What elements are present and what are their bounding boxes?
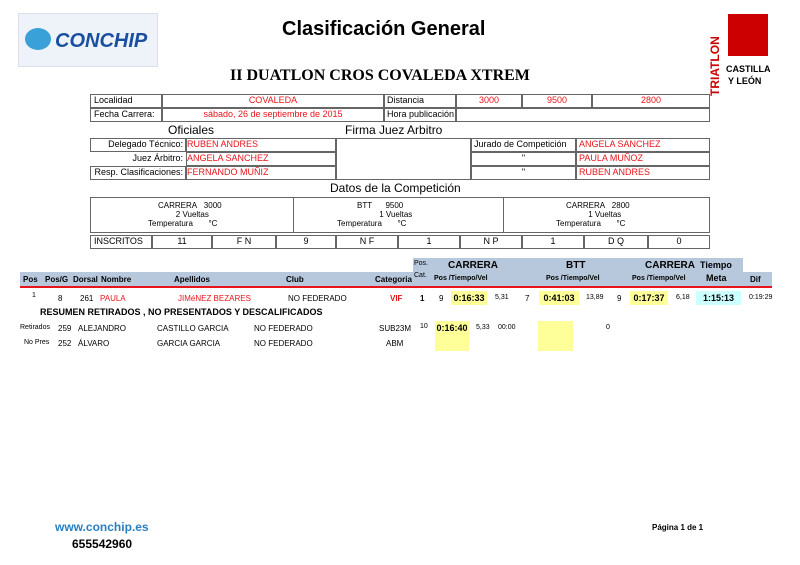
footer-phone: 655542960: [72, 537, 133, 551]
time-meta: 1:15:13: [696, 291, 741, 305]
jurado-label: Jurado de Competición: [471, 138, 576, 152]
count-label: D Q: [584, 235, 648, 249]
localidad-label: Localidad: [90, 94, 162, 108]
carrera2-header: CARRERA: [645, 260, 695, 271]
page-number: Página 1 de 1: [652, 523, 704, 532]
table-row[interactable]: No Pres 252 ÁLVARO GARCIA GARCIA NO FEDE…: [24, 339, 404, 348]
pos-header: Pos: [23, 275, 38, 284]
oficiales-heading: Oficiales: [168, 123, 215, 137]
distancia-label: Distancia: [384, 94, 456, 108]
count-label: N F: [336, 235, 398, 249]
delegado-value: RUBEN ANDRES: [186, 138, 336, 152]
count-value: 9: [276, 235, 336, 249]
btt-header: BTT: [566, 260, 586, 271]
count-label: F N: [212, 235, 276, 249]
firma-box: [336, 138, 471, 180]
event-title: II DUATLON CROS COVALEDA XTREM: [230, 67, 530, 84]
results-header: Pos. Cat. Pos Pos/G Dorsal Nombre Apelli…: [20, 258, 772, 288]
dif-header: Dif: [750, 275, 761, 284]
ditto-mark: ": [471, 152, 576, 166]
count-value: 11: [152, 235, 212, 249]
resp-label: Resp. Clasificaciones:: [90, 166, 186, 180]
firma-heading: Firma Juez Arbitro: [345, 123, 443, 137]
count-value: 0: [648, 235, 710, 249]
jurado-2: PAULA MUÑOZ: [576, 152, 710, 166]
ditto-mark: ": [471, 166, 576, 180]
count-value: 1: [522, 235, 584, 249]
dorsal-header: Dorsal: [73, 275, 98, 284]
cyclist-icon: [25, 28, 51, 50]
time-btt: 0:41:03: [539, 291, 579, 305]
delegado-label: Delegado Técnico:: [90, 138, 186, 152]
count-label: N P: [460, 235, 522, 249]
conchip-logo: CONCHIP: [18, 13, 158, 67]
time-carrera2: 0:17:37: [630, 291, 668, 305]
fecha-value: sábado, 26 de septiembre de 2015: [162, 108, 384, 122]
categoria-header: Categoria: [375, 275, 412, 284]
distancia-2: 9500: [522, 94, 592, 108]
page-title: Clasificación General: [282, 18, 486, 40]
apellidos-header: Apellidos: [174, 275, 211, 284]
table-row[interactable]: 1 8 261 PAULA JIMéNEZ BEZARES NO FEDERAD…: [32, 291, 773, 305]
time-carrera1: 0:16:33: [451, 291, 487, 305]
triatlon-logo: TRIATLON CASTILLA Y LEÓN: [708, 10, 774, 98]
localidad-value: COVALEDA: [162, 94, 384, 108]
resumen-heading: RESUMEN RETIRADOS , NO PRESENTADOS Y DES…: [40, 307, 323, 317]
club-header: Club: [286, 275, 304, 284]
carrera1-subheader: Pos /Tiempo/Vel: [434, 275, 488, 282]
meta-header: Meta: [706, 273, 727, 283]
table-row[interactable]: Retirados 259 ALEJANDRO CASTILLO GARCIA …: [20, 321, 780, 351]
count-label: INSCRITOS: [90, 235, 152, 249]
hora-value: [456, 108, 710, 122]
juez-value: ANGELA SANCHEZ: [186, 152, 336, 166]
jurado-3: RUBEN ANDRES: [576, 166, 710, 180]
carrera2-subheader: Pos /Tiempo/Vel: [632, 275, 686, 282]
castle-icon: [728, 14, 768, 56]
juez-label: Juez Árbitro:: [132, 153, 183, 163]
distancia-1: 3000: [456, 94, 522, 108]
datos-heading: Datos de la Competición: [330, 181, 461, 195]
distancia-3: 2800: [592, 94, 710, 108]
footer-website-link[interactable]: www.conchip.es: [55, 520, 149, 534]
btt-subheader: Pos /Tiempo/Vel: [546, 275, 600, 282]
fecha-label: Fecha Carrera:: [90, 108, 162, 122]
jurado-1: ANGELA SANCHEZ: [576, 138, 710, 152]
hora-label: Hora publicación: [384, 108, 456, 122]
nombre-header: Nombre: [101, 275, 132, 284]
poscat-header: Pos.: [414, 260, 429, 267]
poscat-header-2: Cat.: [414, 272, 427, 279]
posg-header: Pos/G: [45, 275, 69, 284]
resp-value: FERNANDO MUÑIZ: [186, 166, 336, 180]
datos-divider: [293, 197, 504, 233]
count-value: 1: [398, 235, 460, 249]
carrera1-header: CARRERA: [448, 260, 498, 271]
tiempo-header: Tiempo: [700, 260, 732, 270]
